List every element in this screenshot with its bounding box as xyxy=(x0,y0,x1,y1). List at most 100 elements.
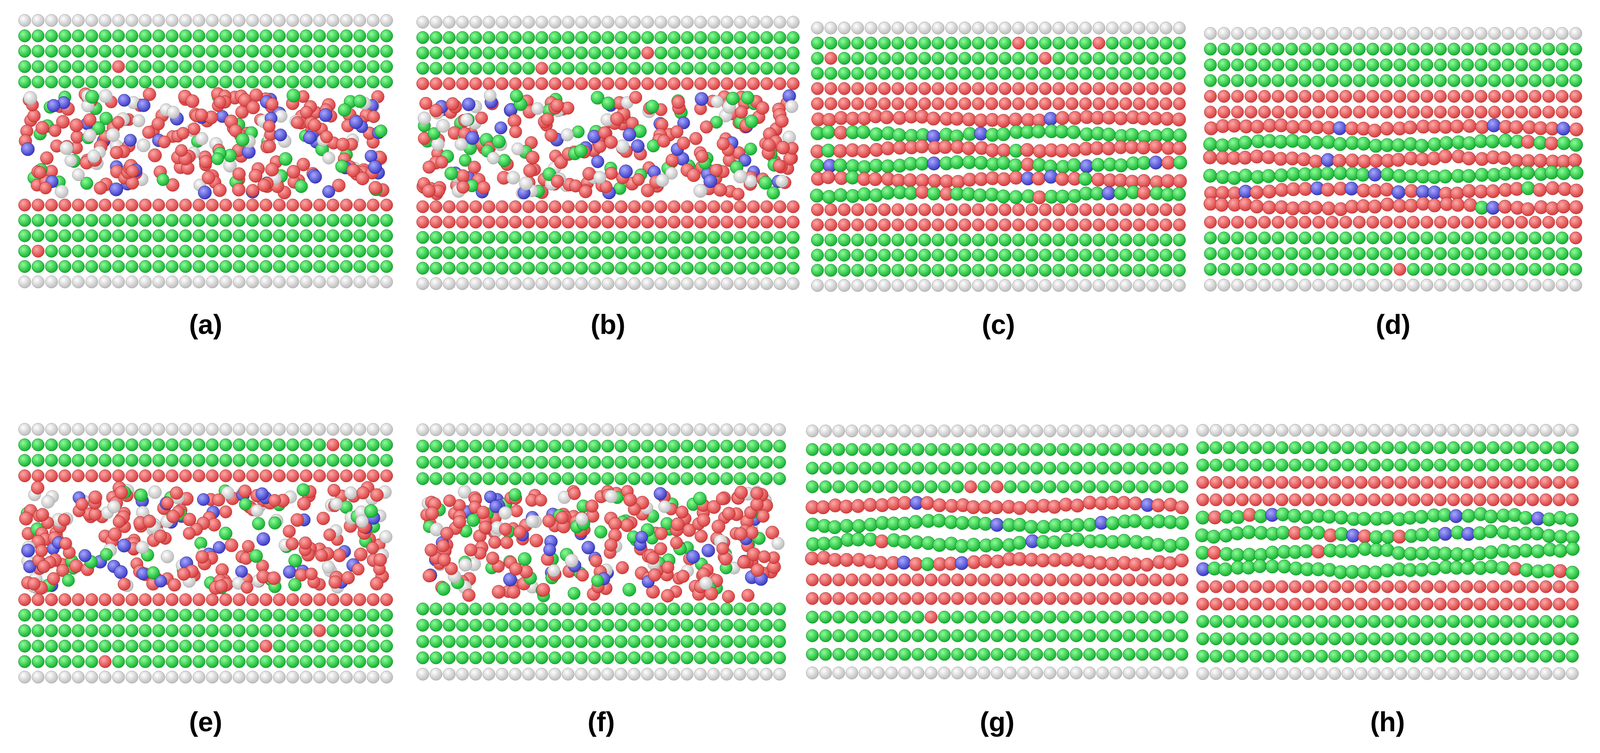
atom-sphere xyxy=(266,97,279,111)
atom-sphere xyxy=(918,263,931,277)
atom-sphere xyxy=(1231,106,1244,119)
atom-sphere xyxy=(367,260,380,273)
atom-sphere xyxy=(313,260,326,273)
atom-sphere xyxy=(219,75,233,89)
atom-sphere xyxy=(1474,27,1488,40)
atom-sphere xyxy=(588,246,601,259)
atom-sphere xyxy=(905,51,918,65)
atom-sphere xyxy=(456,77,469,90)
atom-sphere xyxy=(1502,106,1515,119)
atom-sphere xyxy=(1119,67,1133,80)
atom-sphere xyxy=(326,75,340,89)
atom-sphere xyxy=(326,45,340,58)
atom-sphere xyxy=(1321,135,1336,150)
atom-sphere xyxy=(1173,203,1186,216)
atom-sphere xyxy=(1569,106,1583,119)
atom-sphere xyxy=(1353,43,1366,56)
atom-sphere xyxy=(787,77,800,90)
atom-sphere xyxy=(59,141,73,155)
atom-sphere xyxy=(668,46,681,60)
atom-sphere xyxy=(628,77,641,90)
atom-sphere xyxy=(87,149,101,163)
atom-sphere xyxy=(1310,120,1325,135)
atom-sphere xyxy=(1215,138,1230,153)
atom-sphere xyxy=(654,62,668,75)
atom-sphere xyxy=(747,246,760,259)
atom-sphere xyxy=(201,171,216,185)
atom-sphere xyxy=(864,203,878,216)
atom-sphere xyxy=(1132,51,1146,65)
atom-sphere xyxy=(734,277,747,290)
atom-sphere xyxy=(575,215,588,229)
atom-sphere xyxy=(139,29,152,43)
atom-sphere xyxy=(945,233,958,247)
atom-sphere xyxy=(972,233,985,247)
atom-sphere xyxy=(931,82,945,95)
atom-sphere xyxy=(219,275,233,288)
atom-sphere xyxy=(353,260,367,273)
atom-sphere xyxy=(1092,82,1106,95)
atom-sphere xyxy=(206,75,219,89)
atom-sphere xyxy=(98,244,112,258)
atom-sphere xyxy=(681,77,694,90)
atom-sphere xyxy=(125,214,138,227)
atom-sphere xyxy=(615,215,628,229)
atom-sphere xyxy=(741,91,755,104)
atom-sphere xyxy=(734,77,747,90)
atom-sphere xyxy=(562,215,575,229)
atom-sphere xyxy=(1146,249,1159,262)
atom-sphere xyxy=(340,244,353,258)
atom-sphere xyxy=(353,60,367,73)
atom-sphere xyxy=(958,51,972,65)
atom-sphere xyxy=(125,29,138,43)
atom-sphere xyxy=(1066,279,1079,292)
atom-sphere xyxy=(838,263,851,277)
atom-sphere xyxy=(18,45,32,58)
atom-sphere xyxy=(326,14,340,27)
atom-sphere xyxy=(1544,136,1559,151)
atom-sphere xyxy=(469,246,482,259)
atom-sphere xyxy=(1271,74,1285,87)
atom-sphere xyxy=(998,233,1012,247)
atom-sphere xyxy=(574,144,588,158)
atom-sphere xyxy=(838,67,851,80)
atom-sphere xyxy=(1407,27,1420,40)
atom-sphere xyxy=(811,218,824,232)
atom-sphere xyxy=(1146,67,1159,80)
atom-sphere xyxy=(707,231,720,244)
atom-sphere xyxy=(918,279,931,292)
atom-sphere xyxy=(98,198,112,212)
atom-sphere xyxy=(834,188,848,202)
atom-sphere xyxy=(773,261,786,275)
atom-sphere xyxy=(85,45,98,58)
atom-sphere xyxy=(851,21,864,35)
atom-sphere xyxy=(176,127,190,140)
atom-sphere xyxy=(1146,263,1159,277)
atom-sphere xyxy=(1039,279,1052,292)
atom-sphere xyxy=(1333,121,1347,135)
atom-sphere xyxy=(918,249,931,262)
atom-sphere xyxy=(602,31,615,44)
atom-sphere xyxy=(58,45,72,58)
atom-sphere xyxy=(985,37,998,50)
atom-sphere xyxy=(456,180,470,194)
atom-sphere xyxy=(1556,121,1571,136)
atom-sphere xyxy=(562,261,575,275)
atom-sphere xyxy=(31,45,45,58)
atom-sphere xyxy=(1380,90,1393,103)
atom-sphere xyxy=(1012,249,1025,262)
atom-sphere xyxy=(972,51,985,65)
atom-sphere xyxy=(811,21,824,35)
atom-sphere xyxy=(694,31,707,44)
atom-sphere xyxy=(602,16,615,29)
atom-sphere xyxy=(838,233,851,247)
atom-sphere xyxy=(313,198,326,212)
atom-sphere xyxy=(628,16,641,29)
atom-sphere xyxy=(918,233,931,247)
atom-sphere xyxy=(747,31,760,44)
atom-sphere xyxy=(482,46,496,60)
atom-sphere xyxy=(1393,43,1406,56)
atom-sphere xyxy=(1039,97,1052,110)
atom-sphere xyxy=(602,200,615,213)
atom-sphere xyxy=(112,214,125,227)
